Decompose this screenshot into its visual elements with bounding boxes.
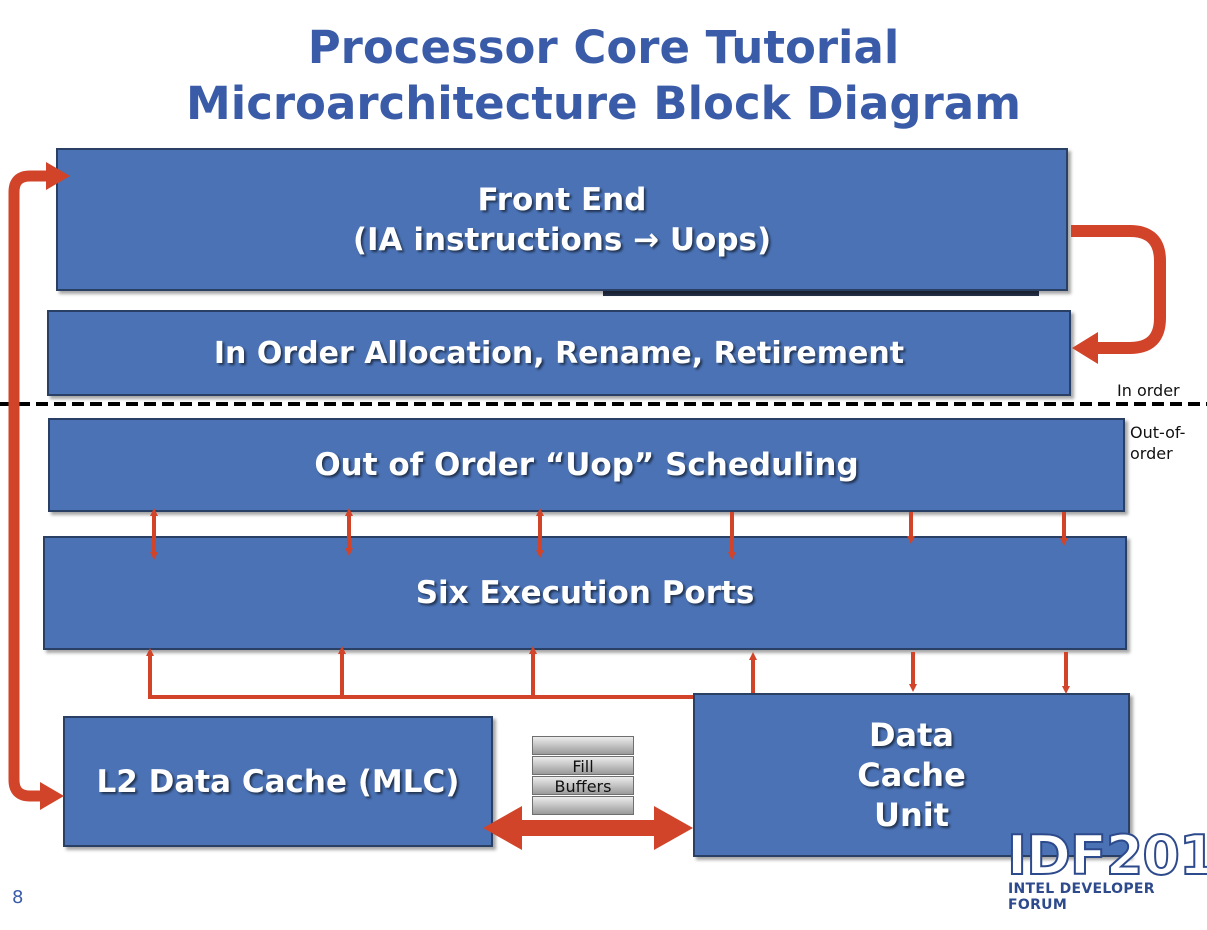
data-cache-unit-block: Data Cache Unit xyxy=(693,693,1130,857)
right-loop-arrow xyxy=(1071,225,1166,354)
execution-ports-block: Six Execution Ports xyxy=(43,536,1127,650)
left-loop-arrowhead-top xyxy=(46,162,70,190)
front-end-label: Front End xyxy=(477,181,647,218)
fill-buffer-slot xyxy=(532,796,634,815)
l2-dcu-double-arrow xyxy=(483,806,693,850)
out-of-order-label-line-1: Out-of- xyxy=(1130,423,1186,442)
scheduling-label: Out of Order “Uop” Scheduling xyxy=(314,447,859,483)
left-loop-arrow xyxy=(8,170,54,802)
front-end-block: Front End (IA instructions → Uops) xyxy=(56,148,1068,291)
idf-logo: IDF2010 xyxy=(1006,824,1207,887)
execution-dcu-bus xyxy=(146,646,1070,699)
l2-cache-label: L2 Data Cache (MLC) xyxy=(96,763,460,800)
out-of-order-label-line-2: order xyxy=(1130,444,1173,463)
allocation-label: In Order Allocation, Rename, Retirement xyxy=(213,335,905,371)
l2-cache-block: L2 Data Cache (MLC) xyxy=(63,716,493,847)
front-end-sublabel: (IA instructions → Uops) xyxy=(352,221,772,258)
scheduling-block: Out of Order “Uop” Scheduling xyxy=(48,418,1125,512)
title-line-1: Processor Core Tutorial xyxy=(307,21,900,74)
fill-buffers-label-line-1: Fill xyxy=(572,757,594,776)
left-loop-arrowhead-bottom xyxy=(40,782,64,810)
dcu-label-line-1: Data xyxy=(868,716,955,754)
in-order-label: In order xyxy=(1117,381,1180,400)
scheduling-port-arrows xyxy=(150,508,1068,560)
fill-buffer-slot xyxy=(532,776,634,795)
dcu-label-line-3: Unit xyxy=(873,796,950,834)
right-loop-arrowhead xyxy=(1072,332,1098,364)
allocation-block: In Order Allocation, Rename, Retirement xyxy=(47,310,1071,396)
dcu-label-line-2: Cache xyxy=(857,756,966,794)
fill-buffer-slot xyxy=(532,756,634,775)
fill-buffers-label-line-2: Buffers xyxy=(554,777,612,796)
execution-ports-label: Six Execution Ports xyxy=(415,575,755,611)
fill-buffer-slot xyxy=(532,736,634,755)
fill-buffers: Fill Buffers xyxy=(532,736,634,818)
page-number: 8 xyxy=(12,887,24,908)
title-line-2: Microarchitecture Block Diagram xyxy=(185,77,1022,130)
idf-logo-subtitle: INTEL DEVELOPER FORUM xyxy=(1008,881,1155,913)
